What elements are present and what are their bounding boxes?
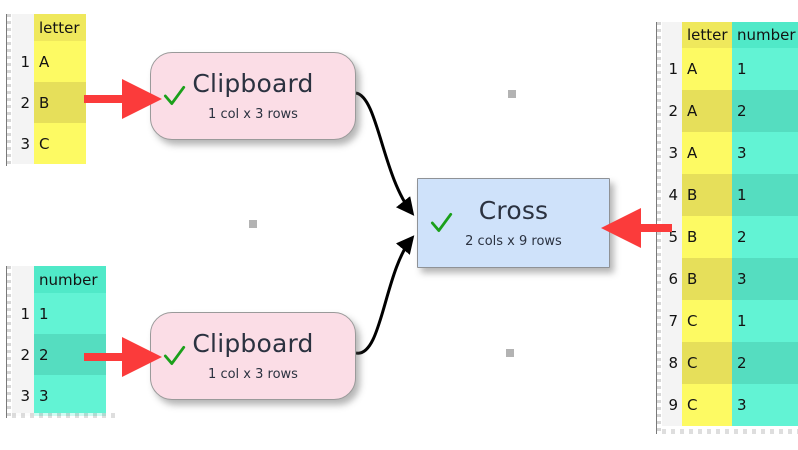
cell-letter[interactable]: A [682,90,732,132]
table-row[interactable]: 1 A 1 [662,48,798,90]
column-header-letter[interactable]: letter [34,14,86,41]
node-subtitle: 1 col x 3 rows [208,367,298,382]
column-header-letter[interactable]: letter [682,22,732,48]
cross-result-table[interactable]: letter number 1 A 1 2 A 2 3 A 3 4 B 1 [656,22,798,434]
cell-number[interactable]: 2 [732,90,798,132]
grid-dot [508,90,516,98]
node-clipboard-top[interactable]: Clipboard 1 col x 3 rows [150,52,356,140]
cell-letter[interactable]: C [682,300,732,342]
sheet-torn-bottom [662,429,798,434]
row-header[interactable]: 2 [662,90,682,132]
cell-number[interactable]: 1 [732,300,798,342]
sheet-grid[interactable]: letter 1 A 2 B 3 C [12,14,108,164]
row-header[interactable]: 9 [662,384,682,426]
cell-number[interactable]: 2 [732,216,798,258]
table-row[interactable]: 4 B 1 [662,174,798,216]
cell-number[interactable]: 1 [732,48,798,90]
column-header-number[interactable]: number [732,22,798,48]
row-header[interactable]: 6 [662,258,682,300]
grid-dot [506,349,514,357]
table-row[interactable]: 6 B 3 [662,258,798,300]
node-title: Cross [478,196,549,225]
row-header[interactable]: 3 [662,132,682,174]
cell-number[interactable]: 1 [34,293,106,334]
row-header[interactable]: 8 [662,342,682,384]
spacer-cell [106,266,116,293]
row-header[interactable]: 3 [12,123,34,164]
table-header-row: letter [12,14,108,41]
row-header[interactable]: 1 [12,41,34,82]
sheet-grid[interactable]: number 1 1 2 2 3 3 [12,266,116,416]
cell-number[interactable]: 2 [732,342,798,384]
sheet-frame [6,14,110,166]
node-subtitle: 1 col x 3 rows [208,107,298,122]
cell-number[interactable]: 3 [34,375,106,416]
cell-letter[interactable]: C [682,342,732,384]
row-header[interactable]: 1 [662,48,682,90]
table-row[interactable]: 2 B [12,82,108,123]
corner-cell [12,266,34,293]
grid-dot [249,220,257,228]
cell-number[interactable]: 3 [732,258,798,300]
row-header[interactable]: 7 [662,300,682,342]
column-header-number[interactable]: number [34,266,106,293]
cell-letter[interactable]: A [682,132,732,174]
table-row[interactable]: 5 B 2 [662,216,798,258]
connector-clipboard-top-to-cross [355,91,415,216]
node-title: Clipboard [192,329,314,358]
spacer-cell [106,375,116,416]
sheet-torn-edge [6,266,11,418]
table-row[interactable]: 1 1 [12,293,116,334]
row-header[interactable]: 4 [662,174,682,216]
corner-cell [12,14,34,41]
sheet-torn-edge [6,14,11,166]
table-row[interactable]: 7 C 1 [662,300,798,342]
table-row[interactable]: 9 C 3 [662,384,798,426]
number-source-table[interactable]: number 1 1 2 2 3 3 [6,266,116,418]
corner-cell [662,22,682,48]
spacer-cell [86,14,108,41]
row-header[interactable]: 2 [12,334,34,375]
node-title: Clipboard [192,69,314,98]
table-row[interactable]: 1 A [12,41,108,82]
node-clipboard-bottom[interactable]: Clipboard 1 col x 3 rows [150,312,356,400]
cell-number[interactable]: 3 [732,384,798,426]
cell-number[interactable]: 1 [732,174,798,216]
cell-letter[interactable]: C [34,123,86,164]
cell-letter[interactable]: B [682,258,732,300]
table-header-row: letter number [662,22,798,48]
cell-letter[interactable]: B [682,216,732,258]
sheet-grid[interactable]: letter number 1 A 1 2 A 2 3 A 3 4 B 1 [662,22,798,426]
cell-letter[interactable]: A [682,48,732,90]
row-header[interactable]: 3 [12,375,34,416]
cell-letter[interactable]: B [34,82,86,123]
sheet-frame [6,266,116,418]
node-subtitle: 2 cols x 9 rows [465,234,562,249]
table-header-row: number [12,266,116,293]
table-row[interactable]: 2 A 2 [662,90,798,132]
spacer-cell [86,41,108,82]
connector-clipboard-bottom-to-cross [355,235,415,355]
cell-letter[interactable]: B [682,174,732,216]
spacer-cell [86,123,108,164]
row-header[interactable]: 1 [12,293,34,334]
sheet-torn-bottom [12,413,116,418]
cell-number[interactable]: 3 [732,132,798,174]
cell-letter[interactable]: A [34,41,86,82]
table-row[interactable]: 8 C 2 [662,342,798,384]
table-row[interactable]: 3 C [12,123,108,164]
table-row[interactable]: 3 A 3 [662,132,798,174]
cell-letter[interactable]: C [682,384,732,426]
spacer-cell [106,293,116,334]
row-header[interactable]: 2 [12,82,34,123]
table-row[interactable]: 3 3 [12,375,116,416]
node-cross[interactable]: Cross 2 cols x 9 rows [417,178,610,268]
letter-source-table[interactable]: letter 1 A 2 B 3 C [6,14,110,166]
